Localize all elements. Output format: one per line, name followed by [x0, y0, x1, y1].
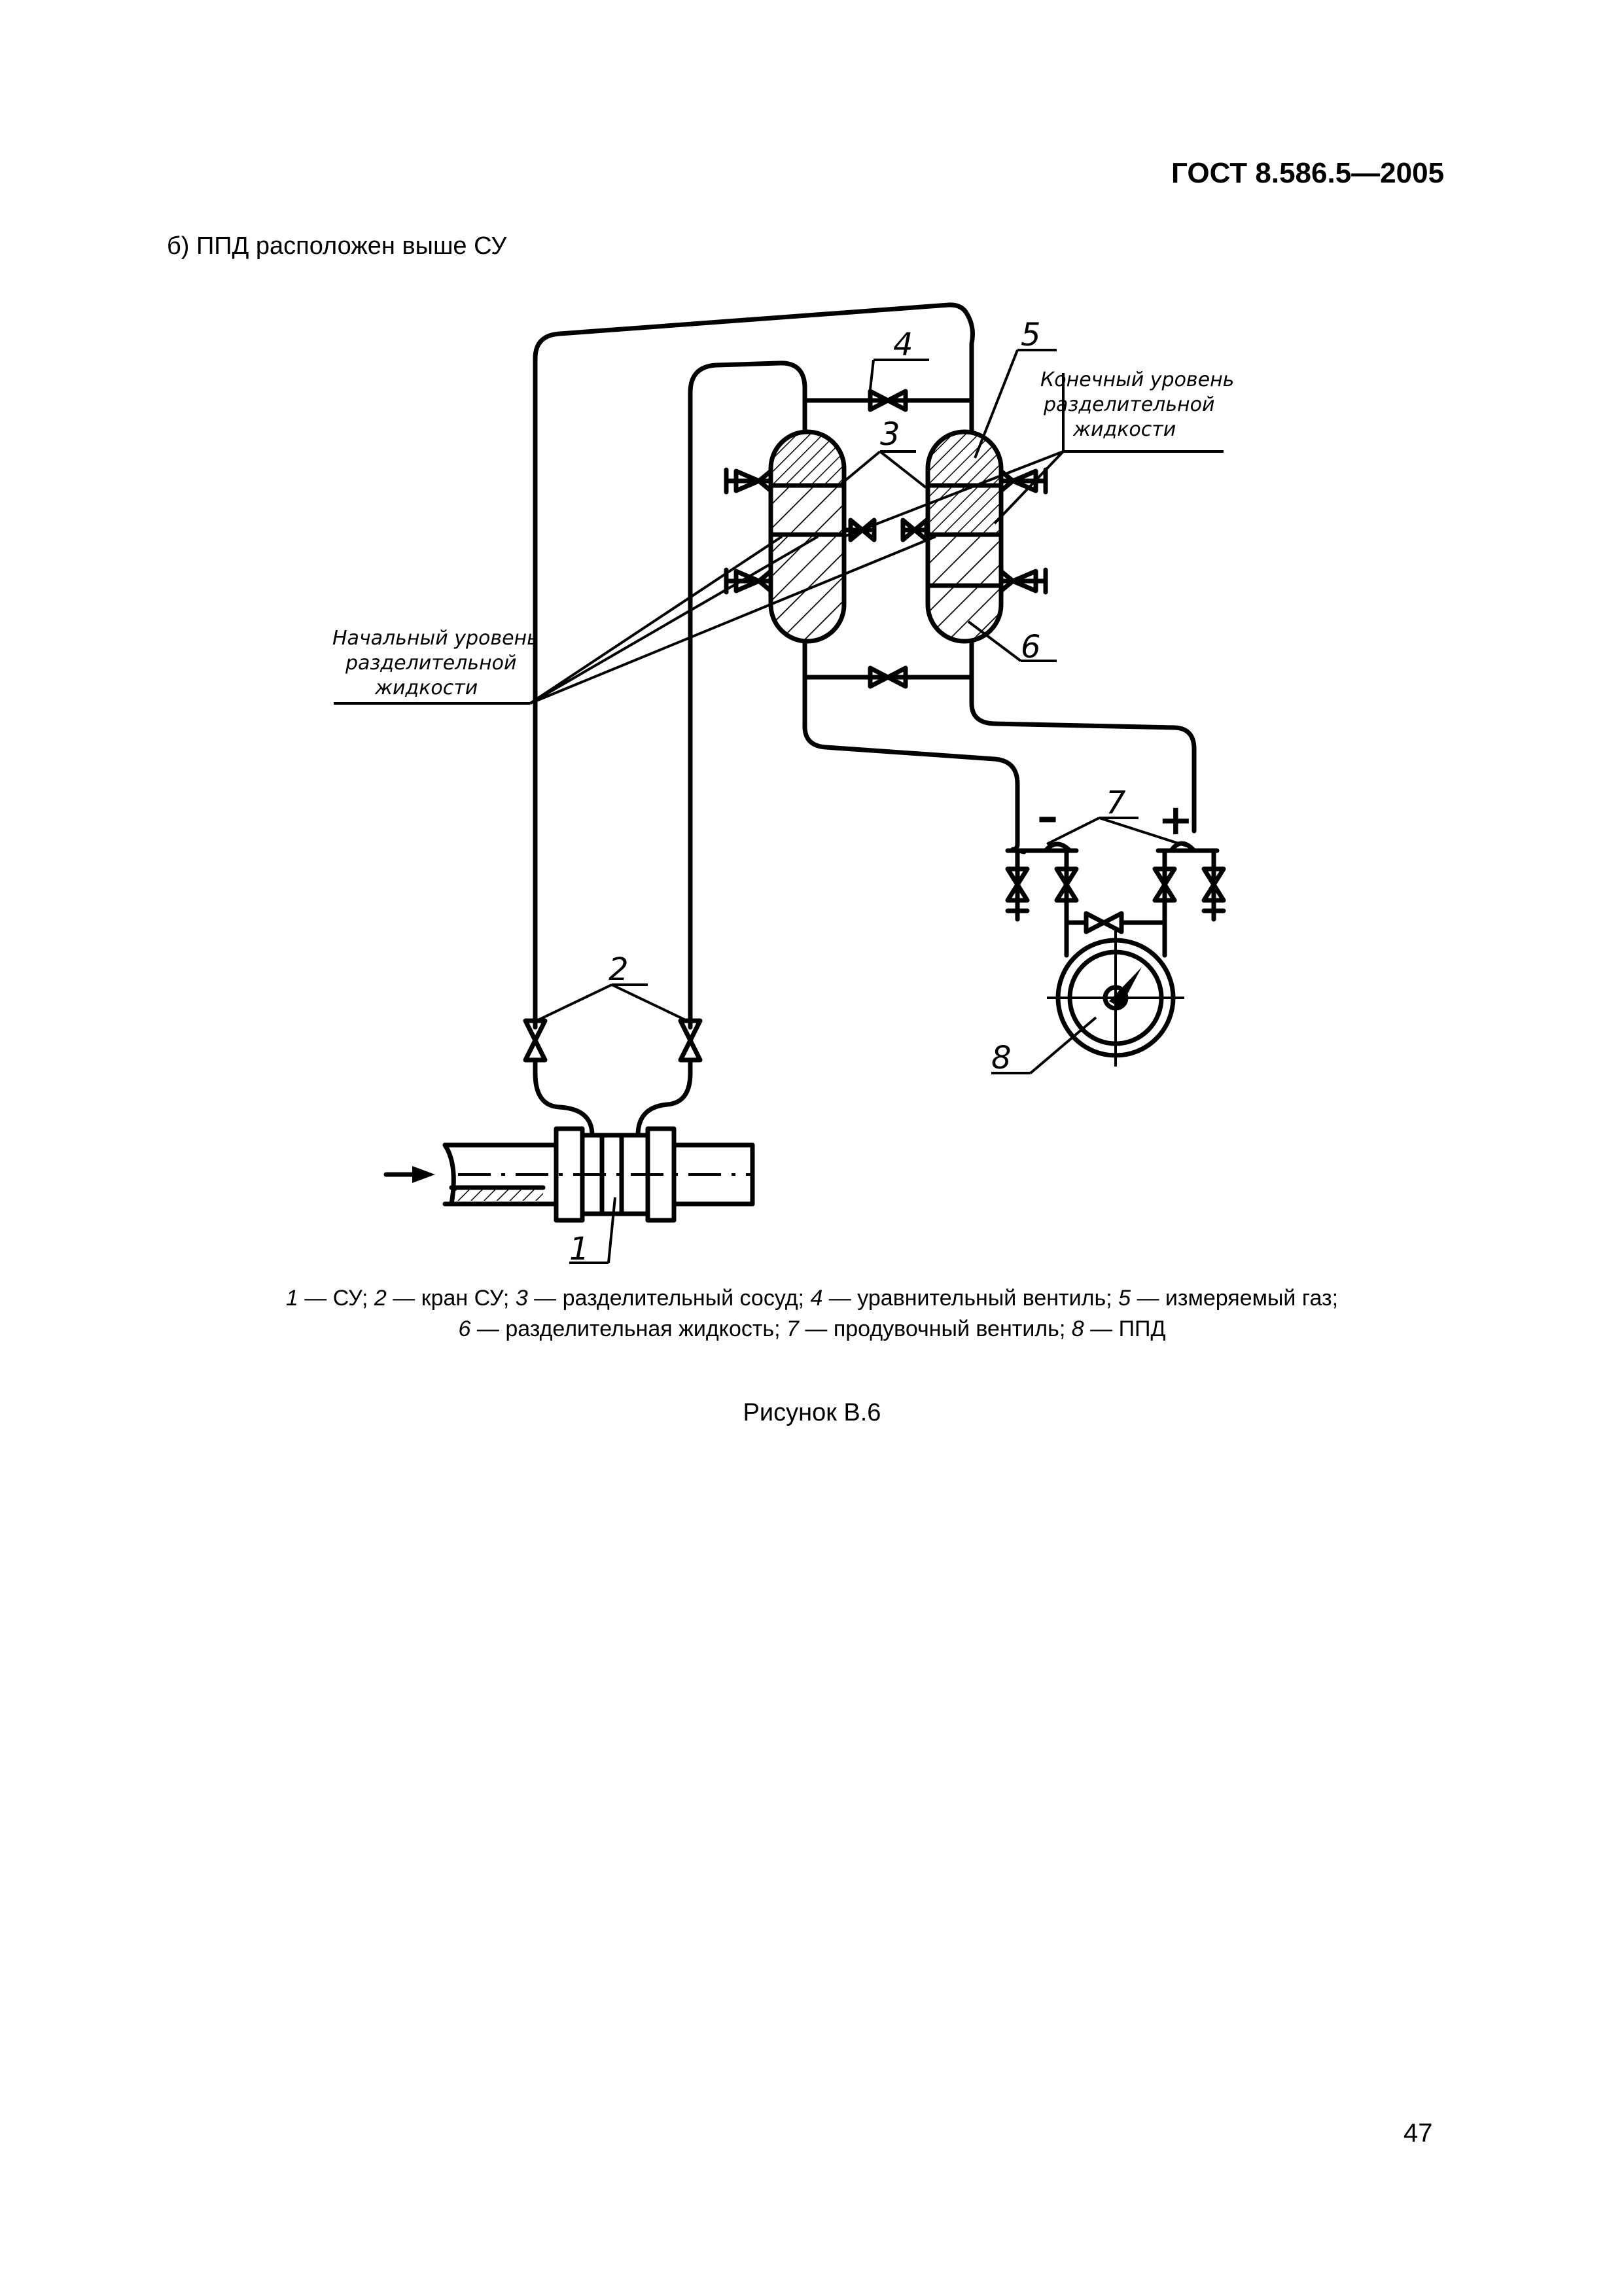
legend-num-8: 8 [1071, 1316, 1084, 1341]
callout-1: 1 [569, 1231, 590, 1267]
su-valves-2 [523, 1018, 703, 1138]
legend-text-7: — продувочный вентиль; [798, 1316, 1072, 1341]
standard-header: ГОСТ 8.586.5—2005 [1171, 157, 1445, 189]
figure-caption: Рисунок В.6 [743, 1399, 881, 1426]
bottom-valve [868, 665, 908, 689]
legend-num-3: 3 [515, 1286, 528, 1311]
legend-line-1: 1 — СУ; 2 — кран СУ; 3 — разделительный … [0, 1286, 1624, 1311]
legend-num-7: 7 [786, 1316, 799, 1341]
minus-impulse-line [802, 639, 1020, 834]
legend-num-6: 6 [458, 1316, 471, 1341]
legend-text-4: — уравнительный вентиль; [822, 1286, 1119, 1311]
legend-num-4: 4 [810, 1286, 823, 1311]
legend-num-1: 1 [285, 1286, 298, 1311]
callout-3: 3 [880, 416, 900, 453]
separation-vessel-right [925, 429, 1004, 644]
inner-impulse-line [688, 361, 807, 1030]
legend-num-2: 2 [374, 1286, 387, 1311]
outer-impulse-line [533, 302, 975, 1030]
legend-text-5: — измеряемый газ; [1131, 1286, 1339, 1311]
callout-7: 7 [1106, 785, 1126, 821]
note-initial-line-2: разделительной [345, 652, 517, 675]
legend-text-2: — кран СУ; [386, 1286, 516, 1311]
callout-8: 8 [991, 1040, 1012, 1076]
leader-lines [334, 349, 1224, 1264]
callout-4: 4 [893, 327, 913, 363]
pipeline-orifice-1 [383, 1126, 755, 1223]
note-final-line-2: разделительной [1043, 393, 1215, 416]
callout-5: 5 [1021, 317, 1041, 353]
note-initial-line-3: жидкости [374, 677, 478, 699]
legend-text-3: — разделительный сосуд; [527, 1286, 811, 1311]
note-final-line-1: Конечный уровень [1040, 368, 1234, 391]
legend-text-1: — СУ; [298, 1286, 374, 1311]
note-final-line-3: жидкости [1072, 418, 1176, 441]
legend-line-2: 6 — разделительная жидкость; 7 — продуво… [0, 1316, 1624, 1342]
pressure-transducer-8 [1047, 920, 1184, 1067]
plus-sign: + [1158, 796, 1193, 845]
legend-text-6: — разделительная жидкость; [470, 1316, 787, 1341]
plus-impulse-line [969, 639, 1197, 834]
legend-text-8: — ППД [1084, 1316, 1166, 1341]
minus-sign: – [1037, 793, 1058, 841]
page-number: 47 [1403, 2119, 1433, 2147]
callout-2: 2 [609, 951, 629, 988]
callout-6: 6 [1021, 629, 1041, 665]
note-initial-line-1: Начальный уровень [332, 627, 538, 650]
equalizing-valve-4 [868, 389, 908, 412]
separation-vessel-left [768, 429, 847, 644]
figure-subtitle: б) ППД расположен выше СУ [167, 232, 507, 260]
legend-num-5: 5 [1118, 1286, 1131, 1311]
